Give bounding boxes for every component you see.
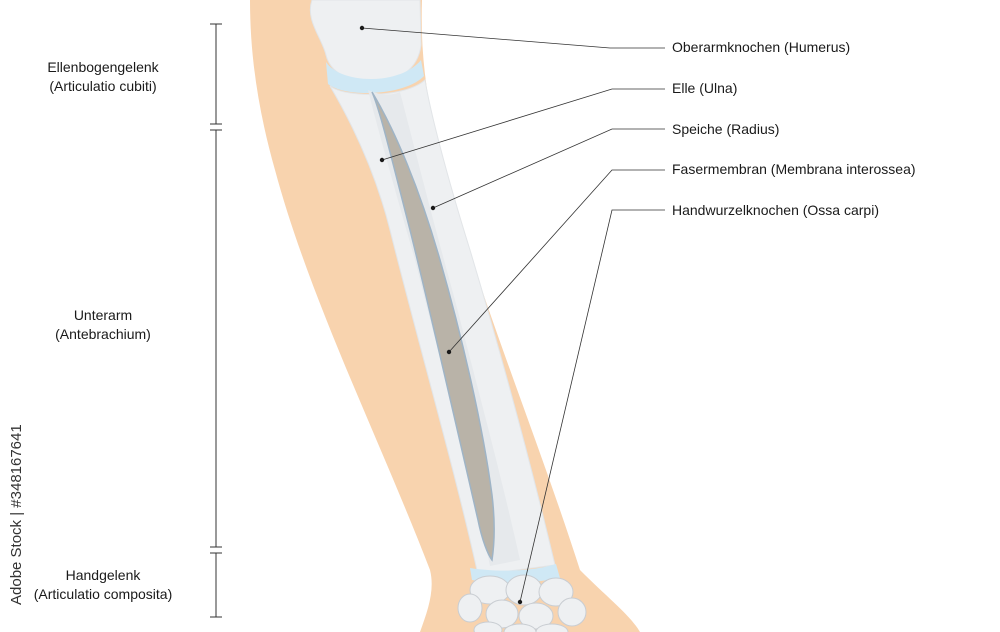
label-forearm: Unterarm (Antebrachium) (8, 306, 198, 344)
leader-membrane (448, 169, 665, 353)
elbow-cartilage (326, 60, 424, 94)
leader-ulna (381, 88, 665, 161)
carpal-bones (457, 574, 587, 632)
label-radius: Speiche (Radius) (672, 121, 780, 137)
label-forearm-line1: Unterarm (73, 307, 133, 323)
leader-radius (432, 128, 665, 209)
leader-carpi (519, 209, 665, 603)
bracket-elbow (210, 23, 222, 125)
interosseous-membrane (371, 91, 495, 562)
label-elbow-line1: Ellenbogengelenk (47, 59, 159, 75)
label-carpal-bones: Handwurzelknochen (Ossa carpi) (672, 202, 879, 218)
label-elbow-line2: (Articulatio cubiti) (49, 78, 157, 94)
label-elbow-joint: Ellenbogengelenk (Articulatio cubiti) (8, 58, 198, 96)
label-wrist-line2: (Articulatio composita) (33, 586, 173, 602)
bracket-forearm (210, 129, 222, 548)
stock-watermark: Adobe Stock | #348167641 (8, 424, 25, 605)
region-brackets (210, 23, 222, 618)
label-forearm-line2: (Antebrachium) (55, 326, 151, 342)
bracket-wrist (210, 552, 222, 618)
label-wrist-line1: Handgelenk (65, 567, 141, 583)
leader-humerus (361, 27, 665, 49)
leader-lines (361, 27, 665, 603)
label-ulna: Elle (Ulna) (672, 80, 738, 96)
label-humerus: Oberarmknochen (Humerus) (672, 39, 851, 55)
leader-dots (359, 25, 523, 605)
label-wrist-joint: Handgelenk (Articulatio composita) (8, 566, 198, 604)
label-membrane: Fasermembran (Membrana interossea) (672, 161, 916, 177)
